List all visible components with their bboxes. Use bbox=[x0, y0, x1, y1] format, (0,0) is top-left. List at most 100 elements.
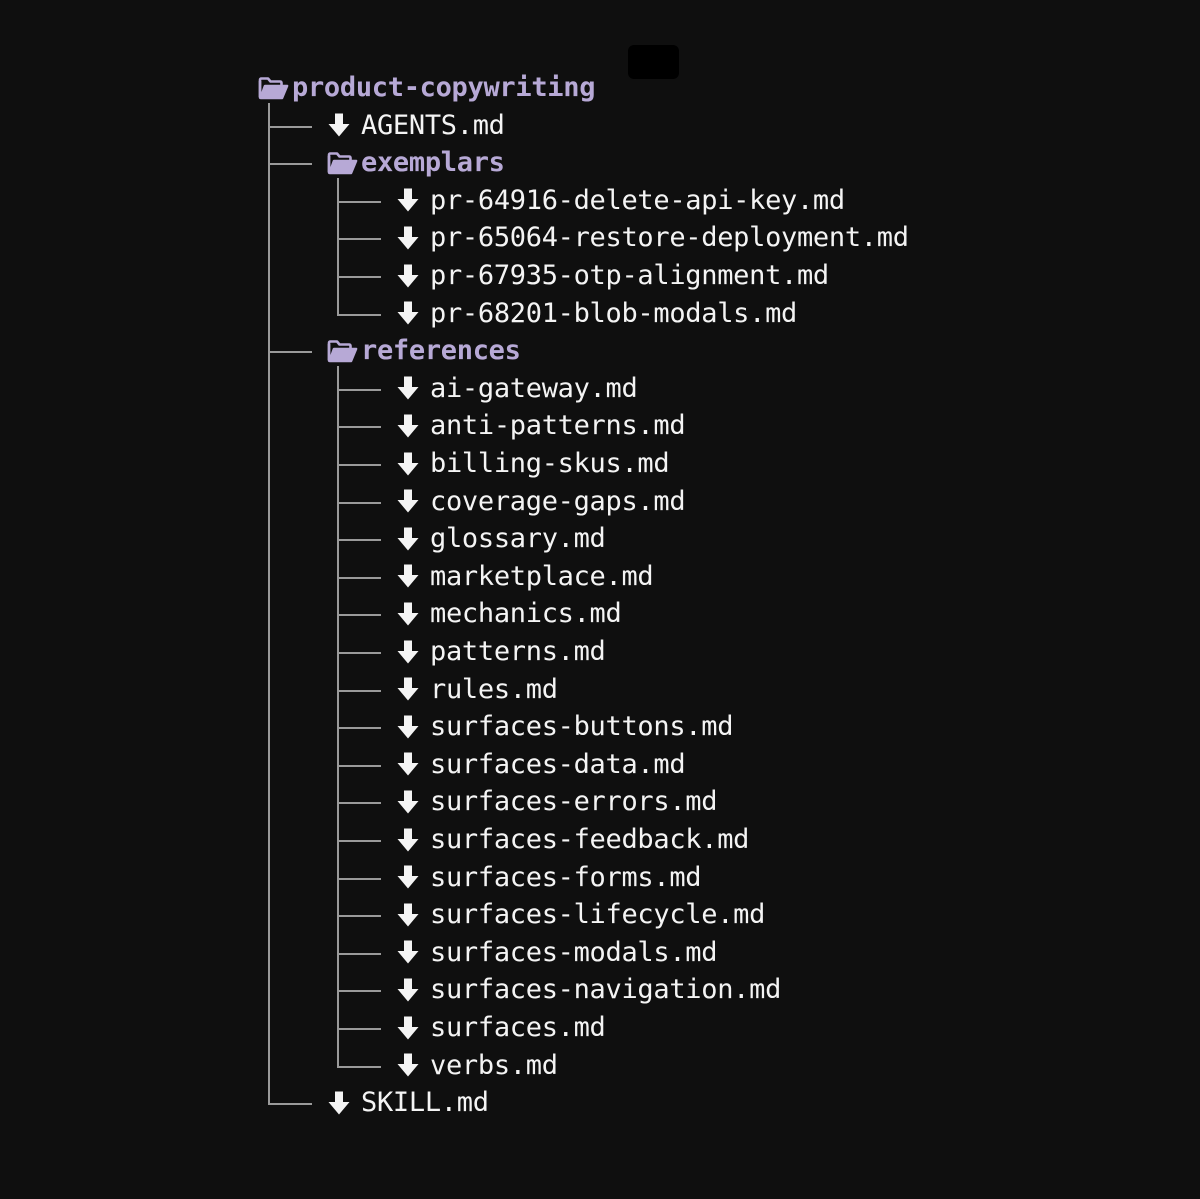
tree-branch-line bbox=[337, 614, 381, 617]
file-item[interactable]: billing-skus.md bbox=[396, 445, 670, 482]
folder-row[interactable]: product-copywriting bbox=[0, 69, 1200, 106]
file-row[interactable]: SKILL.md bbox=[0, 1084, 1200, 1121]
file-name: surfaces-feedback.md bbox=[430, 824, 750, 855]
file-item[interactable]: rules.md bbox=[396, 671, 558, 708]
redaction-block bbox=[628, 45, 679, 79]
file-item[interactable]: ai-gateway.md bbox=[396, 370, 638, 407]
arrow-down-icon bbox=[396, 859, 430, 896]
file-name: ai-gateway.md bbox=[430, 372, 638, 404]
folder-open-icon bbox=[258, 69, 292, 106]
folder-name: exemplars bbox=[361, 147, 505, 179]
tree-branch-line bbox=[337, 952, 381, 955]
folder-references[interactable]: references bbox=[327, 332, 521, 369]
arrow-down-icon bbox=[396, 257, 430, 294]
tree-branch-line bbox=[337, 727, 381, 730]
file-item[interactable]: surfaces-modals.md bbox=[396, 934, 718, 971]
arrow-down-icon bbox=[396, 219, 430, 256]
arrow-down-icon bbox=[396, 558, 430, 595]
file-row[interactable]: surfaces-feedback.md bbox=[0, 821, 1200, 858]
file-item[interactable]: coverage-gaps.md bbox=[396, 483, 686, 520]
file-name: surfaces-lifecycle.md bbox=[430, 899, 766, 931]
file-row[interactable]: surfaces-navigation.md bbox=[0, 971, 1200, 1008]
file-row[interactable]: rules.md bbox=[0, 671, 1200, 708]
file-skill[interactable]: SKILL.md bbox=[327, 1084, 489, 1121]
tree-branch-line bbox=[337, 238, 381, 241]
file-name: coverage-gaps.md bbox=[430, 485, 686, 517]
file-row[interactable]: surfaces-lifecycle.md bbox=[0, 896, 1200, 933]
arrow-down-icon bbox=[396, 896, 430, 933]
file-row[interactable]: glossary.md bbox=[0, 520, 1200, 557]
file-item[interactable]: anti-patterns.md bbox=[396, 407, 686, 444]
arrow-down-icon bbox=[327, 107, 361, 144]
arrow-down-icon bbox=[396, 821, 430, 858]
file-row[interactable]: pr-65064-restore-deployment.md bbox=[0, 219, 1200, 256]
file-row[interactable]: pr-68201-blob-modals.md bbox=[0, 295, 1200, 332]
file-item[interactable]: surfaces-lifecycle.md bbox=[396, 896, 765, 933]
folder-exemplars[interactable]: exemplars bbox=[327, 144, 505, 181]
tree-branch-line bbox=[337, 200, 381, 203]
file-row[interactable]: surfaces.md bbox=[0, 1009, 1200, 1046]
tree-branch-line bbox=[337, 764, 381, 767]
file-row[interactable]: anti-patterns.md bbox=[0, 407, 1200, 444]
tree-branch-line bbox=[337, 990, 381, 993]
arrow-down-icon bbox=[327, 1084, 361, 1121]
arrow-down-icon bbox=[396, 595, 430, 632]
tree-branch-line bbox=[337, 877, 381, 880]
arrow-down-icon bbox=[396, 671, 430, 708]
folder-row[interactable]: exemplars bbox=[0, 144, 1200, 181]
file-item[interactable]: glossary.md bbox=[396, 520, 606, 557]
tree-branch-line bbox=[268, 163, 312, 166]
file-name: surfaces-forms.md bbox=[430, 861, 702, 893]
file-name: anti-patterns.md bbox=[430, 410, 686, 442]
file-row[interactable]: coverage-gaps.md bbox=[0, 483, 1200, 520]
file-item[interactable]: surfaces-feedback.md bbox=[396, 821, 749, 858]
file-name: surfaces-data.md bbox=[430, 748, 686, 780]
arrow-down-icon bbox=[396, 1047, 430, 1084]
file-item[interactable]: surfaces.md bbox=[396, 1009, 606, 1046]
file-name: surfaces-modals.md bbox=[430, 936, 718, 968]
file-name: pr-68201-blob-modals.md bbox=[430, 297, 797, 329]
file-item[interactable]: surfaces-errors.md bbox=[396, 783, 718, 820]
file-item[interactable]: pr-67935-otp-alignment.md bbox=[396, 257, 829, 294]
file-agents[interactable]: AGENTS.md bbox=[327, 107, 505, 144]
file-row[interactable]: surfaces-modals.md bbox=[0, 934, 1200, 971]
file-item[interactable]: surfaces-data.md bbox=[396, 746, 686, 783]
file-item[interactable]: surfaces-navigation.md bbox=[396, 971, 781, 1008]
file-row[interactable]: AGENTS.md bbox=[0, 107, 1200, 144]
tree-branch-line bbox=[337, 915, 381, 918]
file-item[interactable]: surfaces-buttons.md bbox=[396, 708, 733, 745]
file-row[interactable]: surfaces-data.md bbox=[0, 746, 1200, 783]
file-row[interactable]: surfaces-errors.md bbox=[0, 783, 1200, 820]
file-row[interactable]: patterns.md bbox=[0, 633, 1200, 670]
file-item[interactable]: mechanics.md bbox=[396, 595, 622, 632]
folder-row[interactable]: references bbox=[0, 332, 1200, 369]
tree-branch-line bbox=[337, 276, 381, 278]
file-item[interactable]: pr-65064-restore-deployment.md bbox=[396, 219, 909, 256]
file-item[interactable]: pr-68201-blob-modals.md bbox=[396, 295, 797, 332]
file-row[interactable]: pr-64916-delete-api-key.md bbox=[0, 182, 1200, 219]
file-item[interactable]: patterns.md bbox=[396, 633, 606, 670]
arrow-down-icon bbox=[396, 708, 430, 745]
folder-product-copywriting[interactable]: product-copywriting bbox=[258, 69, 595, 106]
file-name: verbs.md bbox=[430, 1049, 558, 1081]
file-row[interactable]: marketplace.md bbox=[0, 558, 1200, 595]
file-row[interactable]: verbs.md bbox=[0, 1047, 1200, 1084]
file-row[interactable]: ai-gateway.md bbox=[0, 370, 1200, 407]
file-row[interactable]: billing-skus.md bbox=[0, 445, 1200, 482]
file-item[interactable]: surfaces-forms.md bbox=[396, 859, 702, 896]
tree-branch-line bbox=[337, 388, 381, 391]
file-row[interactable]: surfaces-buttons.md bbox=[0, 708, 1200, 745]
folder-open-icon bbox=[327, 144, 361, 181]
file-item[interactable]: marketplace.md bbox=[396, 558, 654, 595]
arrow-down-icon bbox=[396, 633, 430, 670]
arrow-down-icon bbox=[396, 934, 430, 971]
file-row[interactable]: surfaces-forms.md bbox=[0, 859, 1200, 896]
arrow-down-icon bbox=[396, 182, 430, 219]
file-item[interactable]: pr-64916-delete-api-key.md bbox=[396, 182, 845, 219]
tree-branch-line bbox=[268, 351, 312, 354]
arrow-down-icon bbox=[396, 295, 430, 332]
file-row[interactable]: pr-67935-otp-alignment.md bbox=[0, 257, 1200, 294]
file-item[interactable]: verbs.md bbox=[396, 1047, 558, 1084]
file-row[interactable]: mechanics.md bbox=[0, 595, 1200, 632]
